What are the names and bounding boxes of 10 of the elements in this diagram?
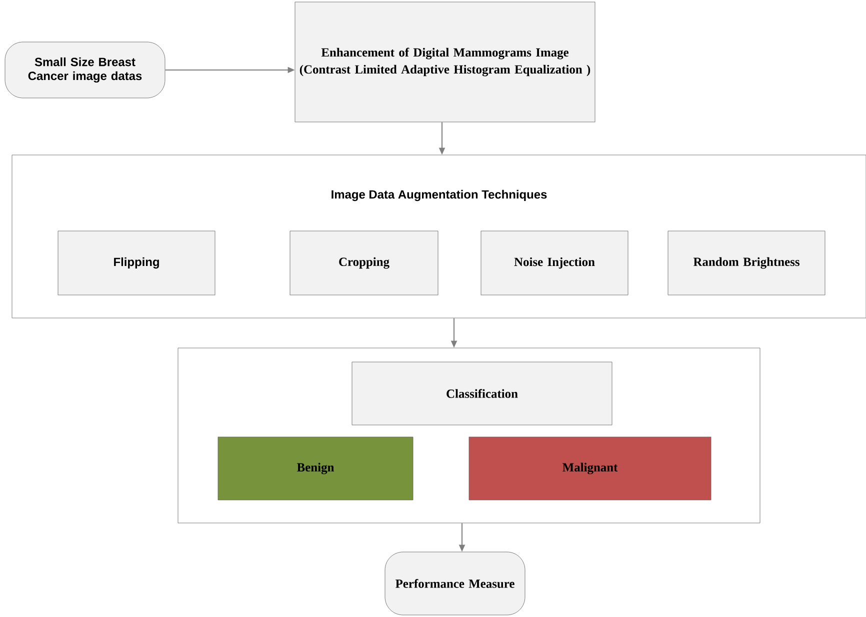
process-box: Classification xyxy=(352,362,612,426)
class-box: Malignant xyxy=(468,436,712,500)
start-box: Small Size Breast Cancer image datas xyxy=(4,42,166,98)
class-box: Benign xyxy=(218,436,414,500)
technique-box: Random Brightness xyxy=(668,230,826,296)
technique-box: Flipping xyxy=(58,230,216,296)
technique-box: Cropping xyxy=(290,230,438,296)
process-box: Enhancement of Digital Mammograms Image (Contrast Limited Adaptive Histogram Equalization ) xyxy=(294,2,596,122)
technique-box: Noise Injection xyxy=(480,230,628,296)
end-box: Performance Measure xyxy=(384,552,526,616)
